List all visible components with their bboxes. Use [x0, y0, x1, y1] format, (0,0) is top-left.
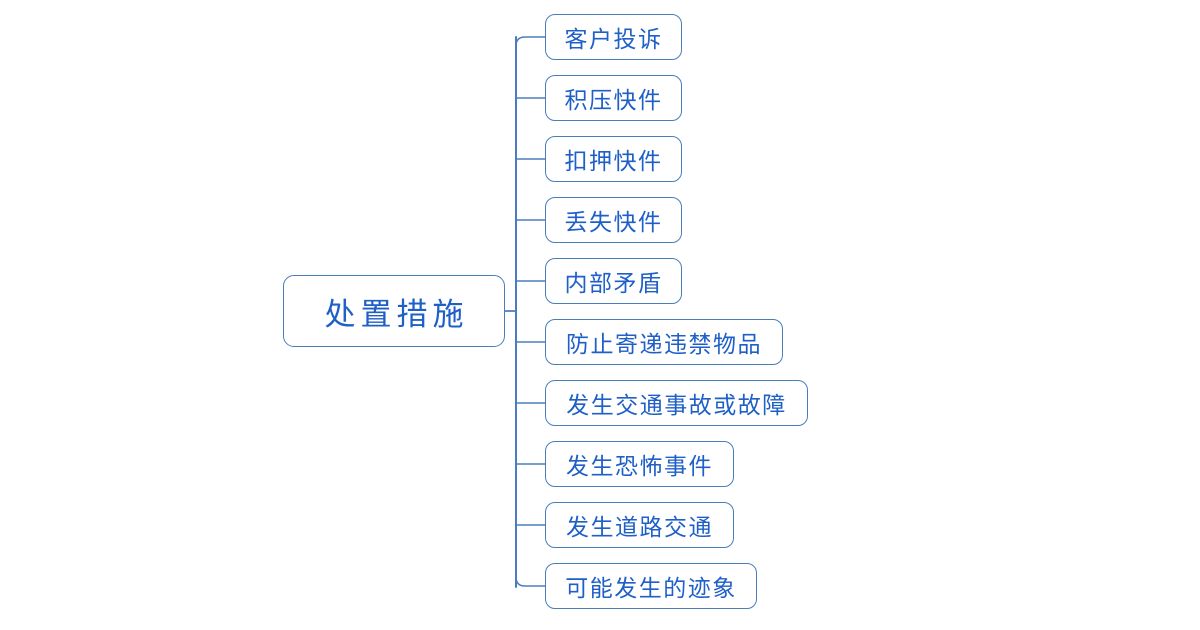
- branch-node-label: 发生恐怖事件: [566, 454, 713, 479]
- branch-node-label: 发生道路交通: [566, 515, 713, 540]
- root-node[interactable]: 处置措施: [283, 275, 505, 347]
- branch-node-10[interactable]: 可能发生的迹象: [545, 563, 757, 609]
- branch-node-label: 扣押快件: [564, 149, 663, 174]
- branch-node-label: 防止寄递违禁物品: [566, 332, 762, 357]
- branch-node-8[interactable]: 发生恐怖事件: [545, 441, 734, 487]
- branch-node-label: 可能发生的迹象: [565, 576, 737, 601]
- branch-node-3[interactable]: 扣押快件: [545, 136, 682, 182]
- branch-node-label: 客户投诉: [564, 27, 663, 52]
- branch-node-label: 积压快件: [564, 88, 663, 113]
- branch-connector-10: [515, 576, 546, 587]
- branch-node-5[interactable]: 内部矛盾: [545, 258, 682, 304]
- branch-node-9[interactable]: 发生道路交通: [545, 502, 734, 548]
- branch-node-7[interactable]: 发生交通事故或故障: [545, 380, 808, 426]
- branch-node-label: 内部矛盾: [564, 271, 663, 296]
- branch-node-4[interactable]: 丢失快件: [545, 197, 682, 243]
- branch-node-6[interactable]: 防止寄递违禁物品: [545, 319, 783, 365]
- branch-connector-1: [515, 36, 546, 47]
- branch-node-label: 丢失快件: [564, 210, 663, 235]
- root-node-label: 处置措施: [324, 296, 469, 332]
- branch-node-2[interactable]: 积压快件: [545, 75, 682, 121]
- branch-node-1[interactable]: 客户投诉: [545, 14, 682, 60]
- branch-node-label: 发生交通事故或故障: [566, 393, 787, 418]
